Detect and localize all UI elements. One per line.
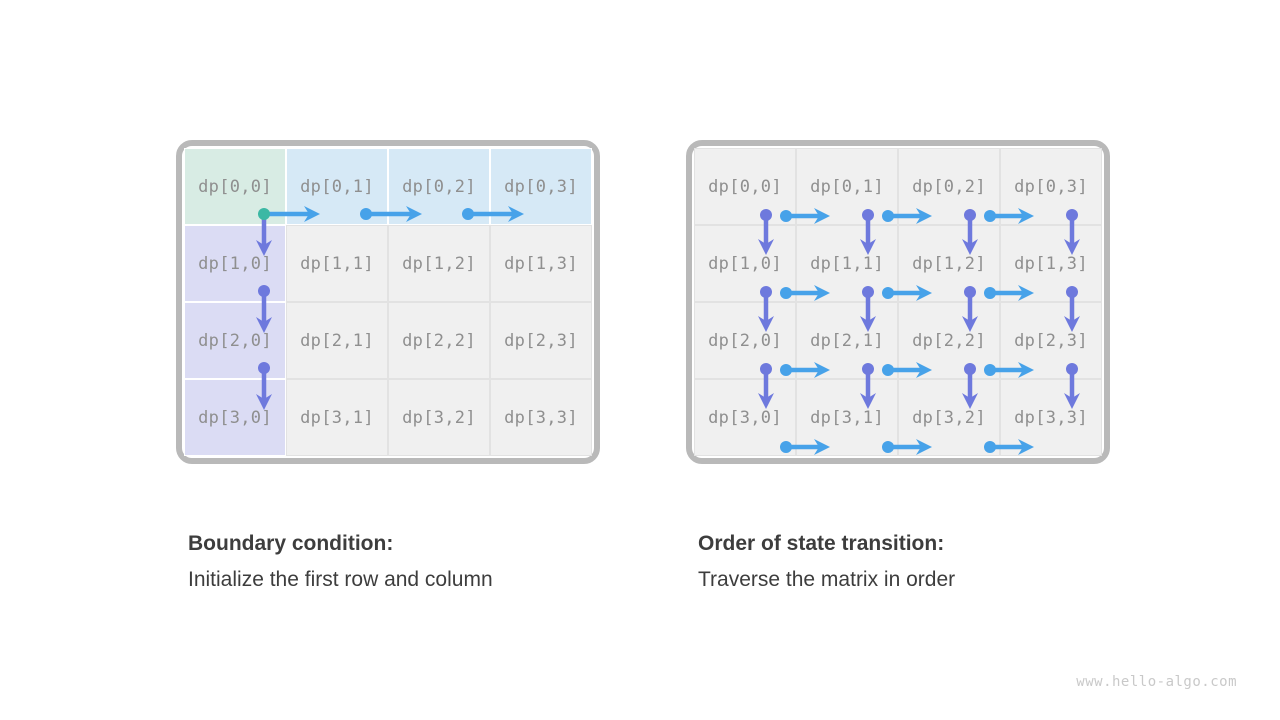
grid-cell-boundary-0-1: dp[0,1]	[286, 148, 388, 225]
grid-cell-boundary-3-0: dp[3,0]	[184, 379, 286, 456]
grid-cell-boundary-1-3: dp[1,3]	[490, 225, 592, 302]
grid-cell-transition-0-2: dp[0,2]	[898, 148, 1000, 225]
grid-cell-transition-2-1: dp[2,1]	[796, 302, 898, 379]
transition-caption: Order of state transition: Traverse the …	[698, 526, 955, 598]
grid-cell-boundary-1-0: dp[1,0]	[184, 225, 286, 302]
grid-cell-transition-1-2: dp[1,2]	[898, 225, 1000, 302]
grid-cell-transition-3-3: dp[3,3]	[1000, 379, 1102, 456]
grid-cell-boundary-3-1: dp[3,1]	[286, 379, 388, 456]
grid-cell-transition-1-3: dp[1,3]	[1000, 225, 1102, 302]
grid-cell-boundary-0-3: dp[0,3]	[490, 148, 592, 225]
boundary-caption-title: Boundary condition:	[188, 532, 394, 555]
grid-cell-boundary-3-3: dp[3,3]	[490, 379, 592, 456]
boundary-caption-body: Initialize the first row and column	[188, 568, 493, 591]
grid-cell-boundary-2-2: dp[2,2]	[388, 302, 490, 379]
grid-cell-transition-3-2: dp[3,2]	[898, 379, 1000, 456]
transition-panel: dp[0,0]dp[0,1]dp[0,2]dp[0,3]dp[1,0]dp[1,…	[686, 140, 1110, 464]
grid-cell-transition-1-1: dp[1,1]	[796, 225, 898, 302]
grid-cell-transition-2-2: dp[2,2]	[898, 302, 1000, 379]
transition-caption-title: Order of state transition:	[698, 532, 945, 555]
transition-caption-body: Traverse the matrix in order	[698, 568, 956, 591]
grid-cell-boundary-0-0: dp[0,0]	[184, 148, 286, 225]
grid-cell-transition-2-3: dp[2,3]	[1000, 302, 1102, 379]
grid-cell-transition-3-1: dp[3,1]	[796, 379, 898, 456]
boundary-grid: dp[0,0]dp[0,1]dp[0,2]dp[0,3]dp[1,0]dp[1,…	[184, 148, 592, 456]
grid-cell-boundary-3-2: dp[3,2]	[388, 379, 490, 456]
transition-grid: dp[0,0]dp[0,1]dp[0,2]dp[0,3]dp[1,0]dp[1,…	[694, 148, 1102, 456]
watermark: www.hello-algo.com	[1076, 674, 1237, 690]
grid-cell-transition-2-0: dp[2,0]	[694, 302, 796, 379]
boundary-caption: Boundary condition: Initialize the first…	[188, 526, 493, 598]
grid-cell-boundary-2-0: dp[2,0]	[184, 302, 286, 379]
grid-cell-boundary-2-3: dp[2,3]	[490, 302, 592, 379]
grid-cell-transition-0-0: dp[0,0]	[694, 148, 796, 225]
grid-cell-boundary-1-2: dp[1,2]	[388, 225, 490, 302]
grid-cell-transition-0-3: dp[0,3]	[1000, 148, 1102, 225]
grid-cell-boundary-1-1: dp[1,1]	[286, 225, 388, 302]
grid-cell-transition-3-0: dp[3,0]	[694, 379, 796, 456]
grid-cell-boundary-2-1: dp[2,1]	[286, 302, 388, 379]
grid-cell-transition-0-1: dp[0,1]	[796, 148, 898, 225]
boundary-panel: dp[0,0]dp[0,1]dp[0,2]dp[0,3]dp[1,0]dp[1,…	[176, 140, 600, 464]
grid-cell-transition-1-0: dp[1,0]	[694, 225, 796, 302]
grid-cell-boundary-0-2: dp[0,2]	[388, 148, 490, 225]
